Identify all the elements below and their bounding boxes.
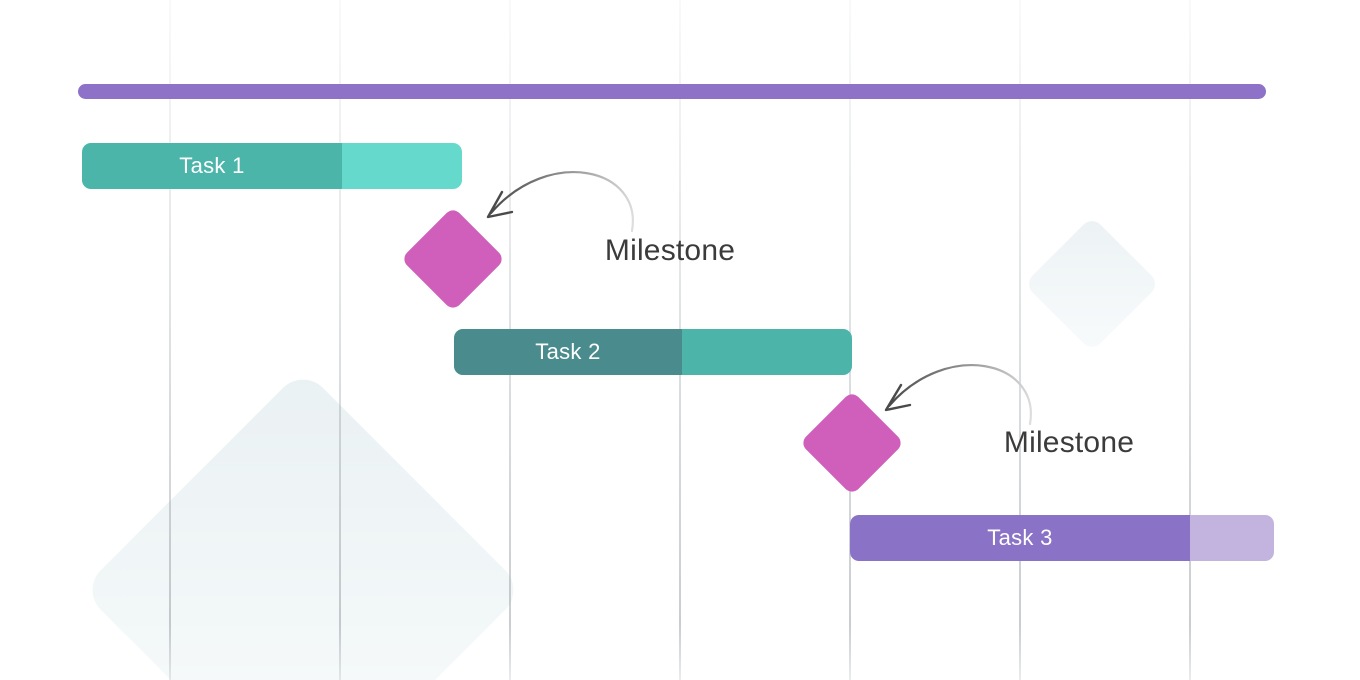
gridline-7 [1189,0,1191,680]
milestone-1-label: Milestone [604,234,736,267]
task-bar-2[interactable]: Task 2 [454,329,852,375]
milestone-diamond-2[interactable] [799,390,905,496]
task-1-label: Task 1 [179,153,245,178]
decor-diamond-large [80,367,526,680]
task-bar-3[interactable]: Task 3 [850,515,1274,561]
gridline-2 [339,0,341,680]
gridline-6 [1019,0,1021,680]
decor-diamond-small [1024,216,1160,352]
arrowhead-icon-2 [884,383,912,412]
curved-arrow-2 [887,364,1032,426]
task-bar-2-progress: Task 2 [454,329,682,375]
task-3-label: Task 3 [987,525,1053,550]
curved-arrow-1 [489,171,634,233]
milestone-2-label: Milestone [1003,426,1135,459]
milestone-diamond-1[interactable] [400,206,506,312]
task-bar-1-progress: Task 1 [82,143,342,189]
task-bar-1[interactable]: Task 1 [82,143,462,189]
task-bar-3-progress: Task 3 [850,515,1190,561]
timeline-header-bar [78,84,1266,99]
gridline-1 [169,0,171,680]
task-2-label: Task 2 [535,339,601,364]
